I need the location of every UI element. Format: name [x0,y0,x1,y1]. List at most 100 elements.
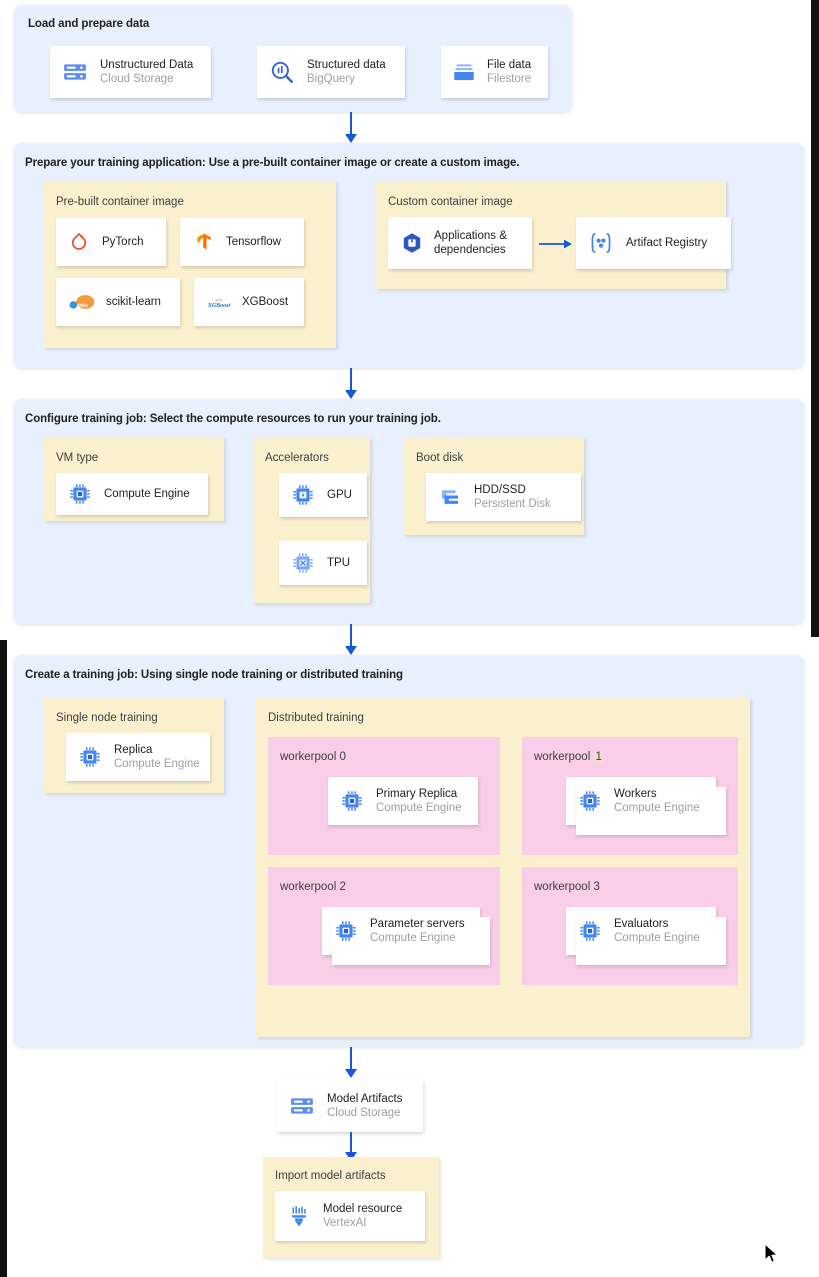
arrow-apps-to-artifact-registry [539,237,573,255]
card-compute-engine[interactable]: Compute Engine [56,473,208,515]
card-subtitle: Compute Engine [614,802,700,814]
card-title: Replica [114,743,153,756]
compute-engine-icon [68,482,92,506]
workerpool-3[interactable]: workerpool 3 [522,867,738,985]
group-title: Custom container image [388,196,513,208]
card-structured-data[interactable]: Structured data BigQuery [257,46,405,98]
workerpool-label: workerpool 3 [534,881,600,893]
card-subtitle: BigQuery [307,73,355,85]
workerpool-1[interactable]: workerpool 1 [522,737,738,855]
card-tpu[interactable]: TPU [279,541,367,585]
workerpool-0[interactable]: workerpool 0 [268,737,500,855]
card-title: XGBoost [242,295,289,308]
card-title: HDD/SSD [474,483,526,496]
workerpool-name: workerpool [534,881,591,893]
card-subtitle: Compute Engine [614,932,700,944]
card-scikit-learn[interactable]: scikit-learn [56,278,180,326]
group-accelerators[interactable]: Accelerators GPU [253,437,370,603]
stage-load-and-prepare-data[interactable]: Load and prepare data Unstructured Data … [14,5,572,112]
compute-engine-icon [578,789,602,813]
card-text: Evaluators Compute Engine [614,917,700,946]
cloud-storage-icon [62,59,88,85]
card-title: Tensorflow [226,235,281,248]
card-title: GPU [327,488,352,501]
group-title: Distributed training [268,712,364,724]
arrow-model-artifacts-to-import [341,1132,361,1167]
card-tensorflow[interactable]: Tensorflow [180,218,304,266]
card-text: Replica Compute Engine [114,743,200,772]
arrow-stage3-to-stage4 [341,624,361,661]
card-hdd-ssd[interactable]: HDD/SSD Persistent Disk [426,473,581,521]
compute-engine-icon [340,789,364,813]
card-text: Parameter servers Compute Engine [370,917,465,946]
workerpool-name: workerpool [280,751,337,763]
group-title: Pre-built container image [56,196,184,208]
card-gpu[interactable]: GPU [279,473,367,517]
group-vm-type[interactable]: VM type Compute Engi [44,437,224,521]
stage-create-a-training-job[interactable]: Create a training job: Using single node… [14,655,804,1047]
card-applications-and-dependencies[interactable]: Applications & dependencies [388,217,532,269]
compute-engine-icon [578,919,602,943]
group-boot-disk[interactable]: Boot disk HDD/SSD Persistent Disk [404,437,584,535]
card-title: Unstructured Data [100,58,194,71]
group-title: Single node training [56,712,158,724]
card-unstructured-data[interactable]: Unstructured Data Cloud Storage [50,46,211,98]
arrow-stage4-to-model-artifacts [341,1047,361,1084]
card-title: TPU [327,556,350,569]
card-text: Structured data BigQuery [307,58,386,87]
workerpool-index: 0 [339,751,346,763]
workerpool-index: 3 [593,881,600,893]
card-subtitle: Cloud Storage [100,73,174,85]
artifact-registry-icon [588,231,614,255]
card-subtitle: Filestore [487,73,532,85]
group-import-model-artifacts[interactable]: Import model artifacts Model [263,1157,439,1258]
card-pytorch[interactable]: PyTorch [56,218,166,266]
workerpool-name: workerpool [534,751,591,763]
card-text: Unstructured Data Cloud Storage [100,58,193,87]
svg-text:dmlc: dmlc [215,298,223,302]
stage-configure-training-job[interactable]: Configure training job: Select the compu… [14,399,804,624]
card-primary-replica[interactable]: Primary Replica Compute Engine [328,777,478,825]
card-text: HDD/SSD Persistent Disk [474,483,551,512]
workerpool-2[interactable]: workerpool 2 [268,867,500,985]
arrow-stage1-to-stage2 [341,112,361,149]
group-custom-container-image[interactable]: Custom container image Applications & de… [376,181,731,289]
card-artifact-registry[interactable]: Artifact Registry [576,217,731,269]
card-xgboost[interactable]: dmlc XGBoost XGBoost [194,278,304,326]
card-title: Evaluators [614,917,669,930]
group-single-node-training[interactable]: Single node training [44,697,224,793]
stage-title: Prepare your training application: Use a… [25,157,520,169]
card-replica[interactable]: Replica Compute Engine [66,733,210,781]
card-workers[interactable]: Workers Compute Engine [566,777,726,835]
card-title: Model resource [323,1202,403,1215]
filestore-icon [451,59,477,85]
card-title: Workers [614,787,657,800]
card-model-artifacts[interactable]: Model Artifacts Cloud Storage [277,1080,423,1132]
scikit-learn-icon [68,292,96,312]
card-file-data[interactable]: File data Filestore [441,46,548,98]
group-title: Accelerators [265,452,329,464]
card-title: scikit-learn [106,295,161,308]
stage-prepare-training-application[interactable]: Prepare your training application: Use a… [14,143,804,368]
card-subtitle: VertexAI [323,1217,367,1229]
card-title: Applications & dependencies [434,229,507,256]
card-subtitle: Compute Engine [376,802,462,814]
card-subtitle: Compute Engine [370,932,456,944]
group-distributed-training[interactable]: Distributed training workerpool 0 [256,697,750,1037]
card-text: Model Artifacts Cloud Storage [327,1092,402,1121]
card-model-resource[interactable]: Model resource VertexAI [275,1191,425,1241]
tensorflow-icon [194,231,214,253]
card-text: Applications & dependencies [434,229,524,258]
workerpool-label: workerpool 1 [534,751,604,763]
gpu-icon [291,483,315,507]
group-title: Import model artifacts [275,1170,386,1182]
card-title: Primary Replica [376,787,458,800]
card-parameter-servers[interactable]: Parameter servers Compute Engine [322,907,490,965]
group-pre-built-container-image[interactable]: Pre-built container image PyTorch [44,181,336,348]
card-text: Workers Compute Engine [614,787,700,816]
compute-engine-icon [78,745,102,769]
stage-title: Load and prepare data [28,18,150,30]
card-subtitle: Compute Engine [114,758,200,770]
card-evaluators[interactable]: Evaluators Compute Engine [566,907,726,965]
